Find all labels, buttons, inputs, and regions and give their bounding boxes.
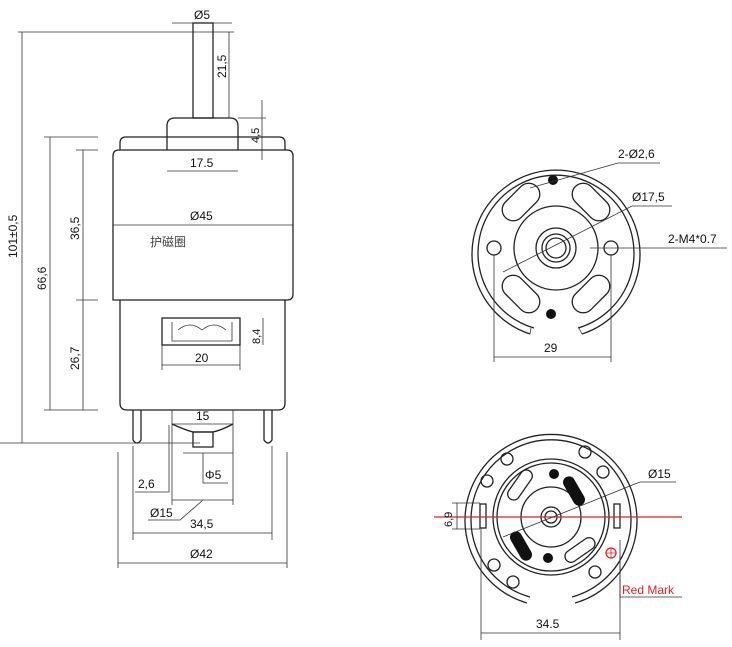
rear-hub-dia-label: Ø15 — [648, 467, 671, 481]
rear-shaft — [192, 431, 214, 448]
terminal-slot — [479, 503, 487, 529]
terminal-spacing-label: 34,5 — [190, 517, 214, 531]
terminal-slot — [613, 503, 621, 529]
hole-label: 2-Ø2,6 — [618, 147, 655, 161]
shaft-dia-label: Ø5 — [194, 8, 210, 22]
boss-depth-label: 2,6 — [138, 477, 155, 491]
lower-length-label: 26,7 — [68, 346, 82, 370]
side-view: Ø5 21,5 4,5 17.5 Ø45 护磁圈 101±0,5 66,6 36… — [0, 8, 294, 568]
boss-height-label: 4,5 — [250, 128, 262, 143]
terminal-width-label: 6,9 — [443, 512, 455, 527]
front-boss — [166, 117, 239, 150]
body-dia-label: Ø45 — [190, 209, 213, 223]
flange — [119, 136, 286, 150]
rear-dia-label: Ø42 — [190, 547, 213, 561]
window-width-label: 20 — [195, 351, 209, 365]
brush-window — [161, 317, 241, 346]
magnetic-ring-note: 护磁圈 — [150, 234, 186, 249]
shaft-length-label: 21,5 — [215, 54, 229, 78]
vent-hole — [548, 175, 558, 185]
motor-can — [112, 149, 294, 301]
total-length-label: 101±0,5 — [6, 214, 20, 258]
thread-label: 2-M4*0.7 — [668, 232, 717, 246]
vent-hole — [546, 309, 556, 319]
boss-dia-label: 17.5 — [190, 156, 214, 170]
rear-terminal-spacing-label: 34.5 — [536, 617, 560, 631]
front-view: 2-Ø2,6 Ø17,5 2-M4*0.7 29 — [471, 147, 727, 362]
window-height-label: 8,4 — [251, 329, 263, 344]
hole-spacing-label: 29 — [544, 341, 558, 355]
hub-dia-label: Ø17,5 — [632, 190, 665, 204]
rear-boss-width-label: 15 — [196, 409, 210, 423]
rear-view: Ø15 6,9 Red Mark 34.5 — [434, 433, 682, 640]
rear-boss-dia-label: Ø15 — [150, 506, 173, 520]
body-length-label: 66,6 — [35, 266, 49, 290]
upper-length-label: 36,5 — [68, 216, 82, 240]
shaft — [192, 22, 214, 119]
red-mark-label: Red Mark — [622, 583, 675, 597]
terminal-left — [132, 410, 142, 444]
rear-shaft-dia-label: Φ5 — [205, 468, 222, 482]
terminal-right — [263, 410, 273, 444]
end-cap — [119, 300, 286, 411]
rear-boss — [171, 423, 234, 433]
thread-hole — [486, 240, 502, 256]
